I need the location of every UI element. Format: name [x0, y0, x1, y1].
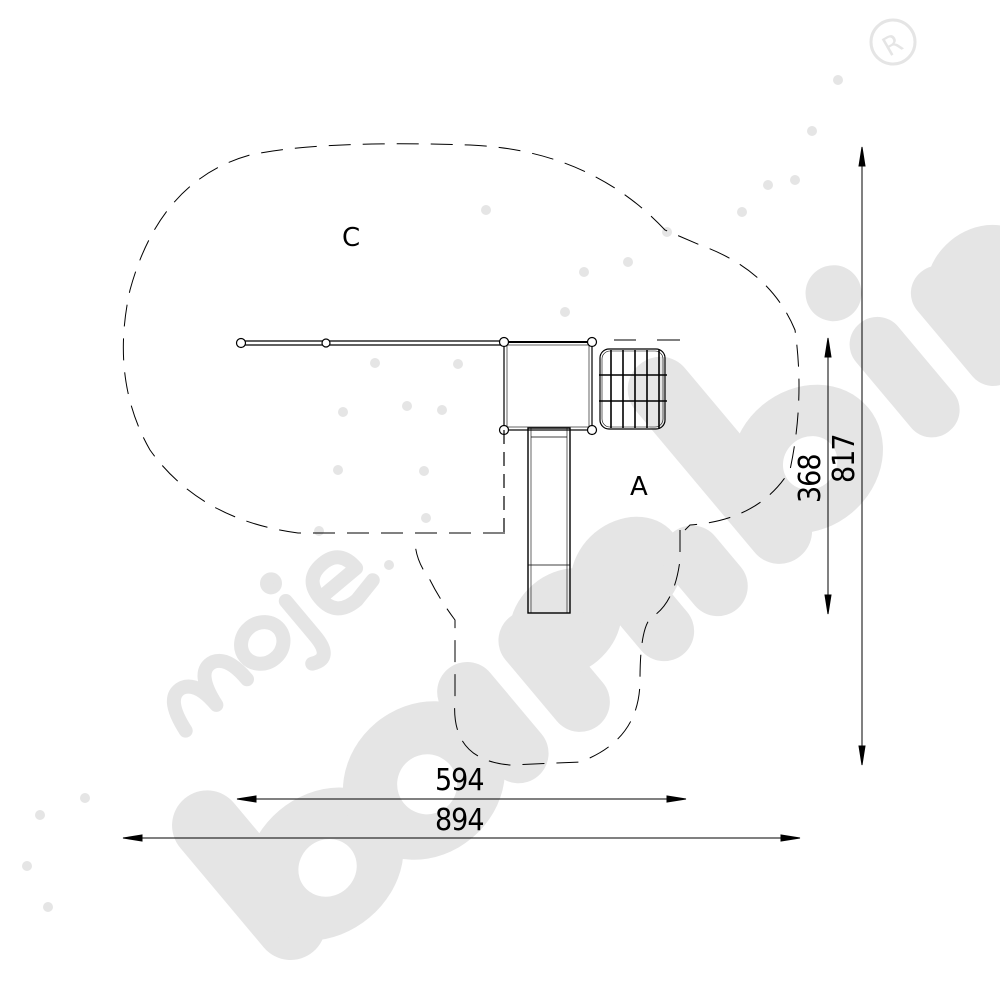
slide [527, 427, 571, 614]
zone-label-c: C [342, 223, 361, 253]
dimension-vertical-inner: 368 [793, 454, 828, 503]
dimension-lines [122, 146, 866, 842]
dimension-horizontal-inner: 594 [435, 763, 485, 798]
tower-platform [498, 336, 598, 533]
climbing-net-panel [599, 339, 680, 430]
safety-zone-outline [122, 143, 800, 766]
zone-label-a: A [630, 472, 648, 502]
dimension-vertical-outer: 817 [827, 434, 862, 483]
balance-beam [235, 337, 503, 349]
dimension-horizontal-outer: 894 [435, 803, 485, 838]
